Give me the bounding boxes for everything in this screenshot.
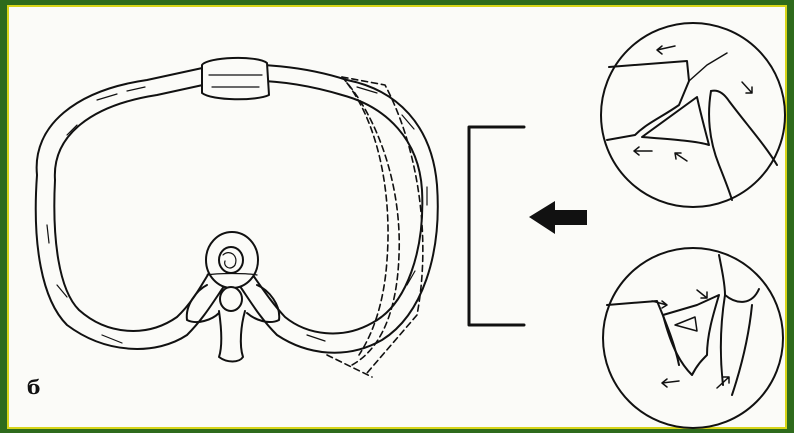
- vertebra: [187, 232, 279, 362]
- arrow-left-icon: [529, 201, 587, 234]
- sternum: [202, 58, 269, 99]
- bracket: [469, 127, 524, 325]
- figure-canvas: б: [7, 5, 787, 429]
- rib-cage-cross-section: [36, 58, 438, 377]
- panel-label: б: [27, 375, 40, 399]
- figure-drawing: [7, 5, 787, 429]
- detail-circle-bottom: [603, 248, 783, 428]
- detail-circle-top: [601, 23, 785, 207]
